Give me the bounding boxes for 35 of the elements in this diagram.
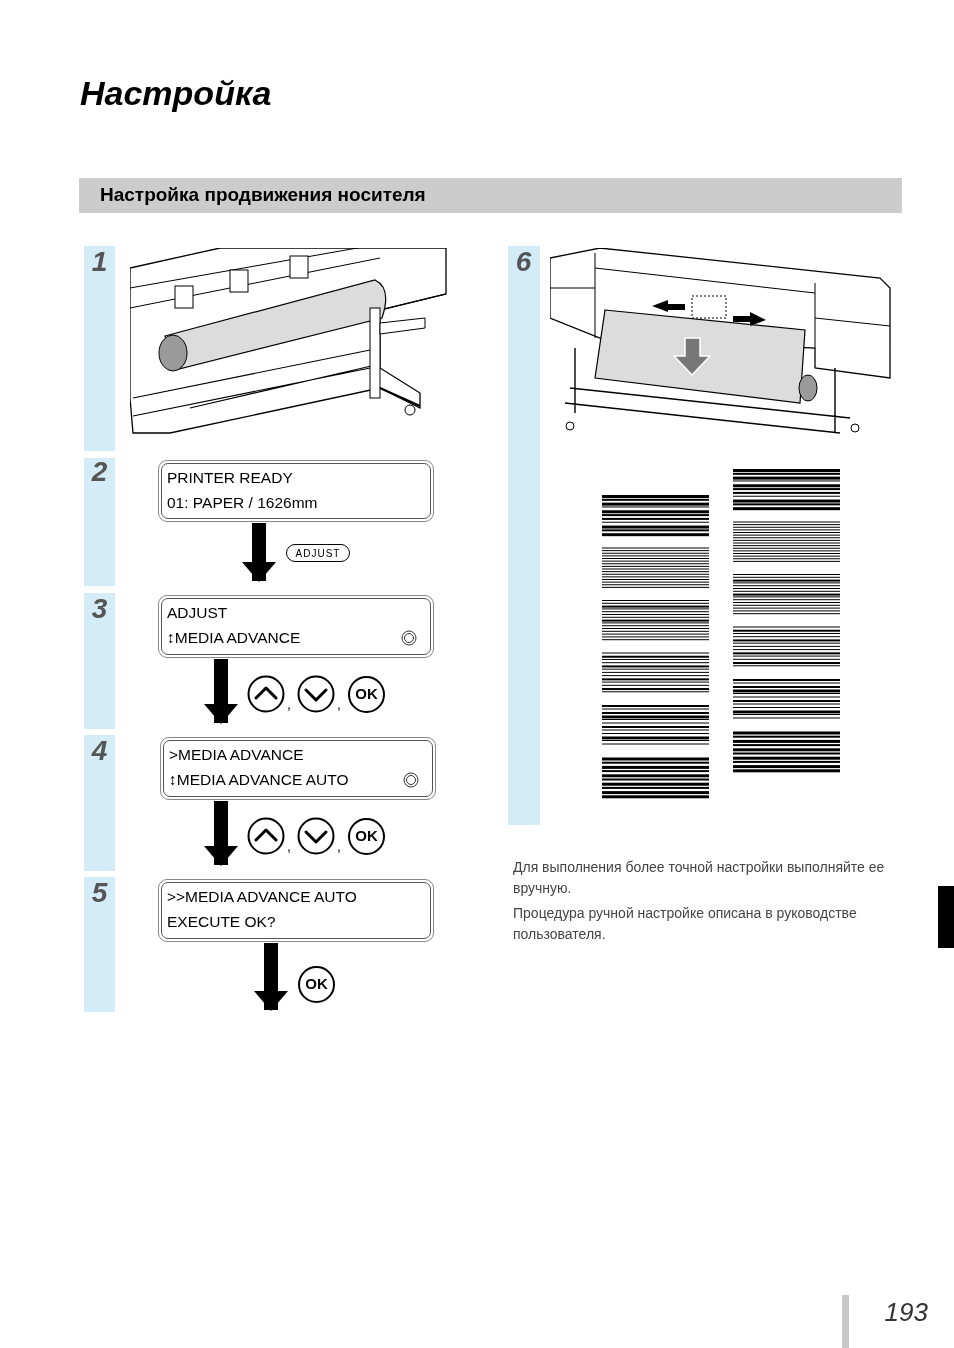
lcd-screen [158,460,434,522]
page-number: 193 [883,1299,928,1325]
screen-text: >>MEDIA ADVANCE AUTO [167,887,357,907]
screen-text: 01: PAPER / 1626mm [167,493,318,513]
screen-text: ↕MEDIA ADVANCE AUTO [169,770,349,790]
down-arrow [204,659,238,724]
step-number: 4 [90,737,109,765]
screen-text: >MEDIA ADVANCE [169,745,304,765]
note-text: Для выполнения более точной настройки выполняйте ее вручную. [513,858,886,898]
adjust-button: ADJUST [286,544,350,562]
down-arrow [204,801,238,866]
note-text: Процедура ручной настройке описана в руководстве пользователя. [513,904,858,944]
screen-text: EXECUTE OK? [167,912,276,932]
ok-button: OK [348,818,385,855]
separator-comma: , [337,697,341,711]
ok-button: OK [348,676,385,713]
screen-text: PRINTER READY [167,468,293,488]
ok-button: OK [298,966,335,1003]
step-number: 2 [90,458,109,486]
separator-comma: , [287,697,291,711]
step-number: 6 [514,248,533,276]
screen-text: ↕MEDIA ADVANCE [167,628,301,648]
lcd-screen [158,879,434,942]
separator-comma: , [337,839,341,853]
down-arrow [242,523,276,582]
down-arrow [254,943,288,1011]
step-number: 1 [90,248,109,276]
separator-comma: , [287,839,291,853]
lcd-screen [158,595,434,658]
step-number: 5 [90,879,109,907]
screen-text: ADJUST [167,603,228,623]
section-heading: Настройка продвижения носителя [79,178,902,213]
step-number: 3 [90,595,109,623]
lcd-screen [160,737,436,800]
page-title: Настройка [80,76,272,110]
